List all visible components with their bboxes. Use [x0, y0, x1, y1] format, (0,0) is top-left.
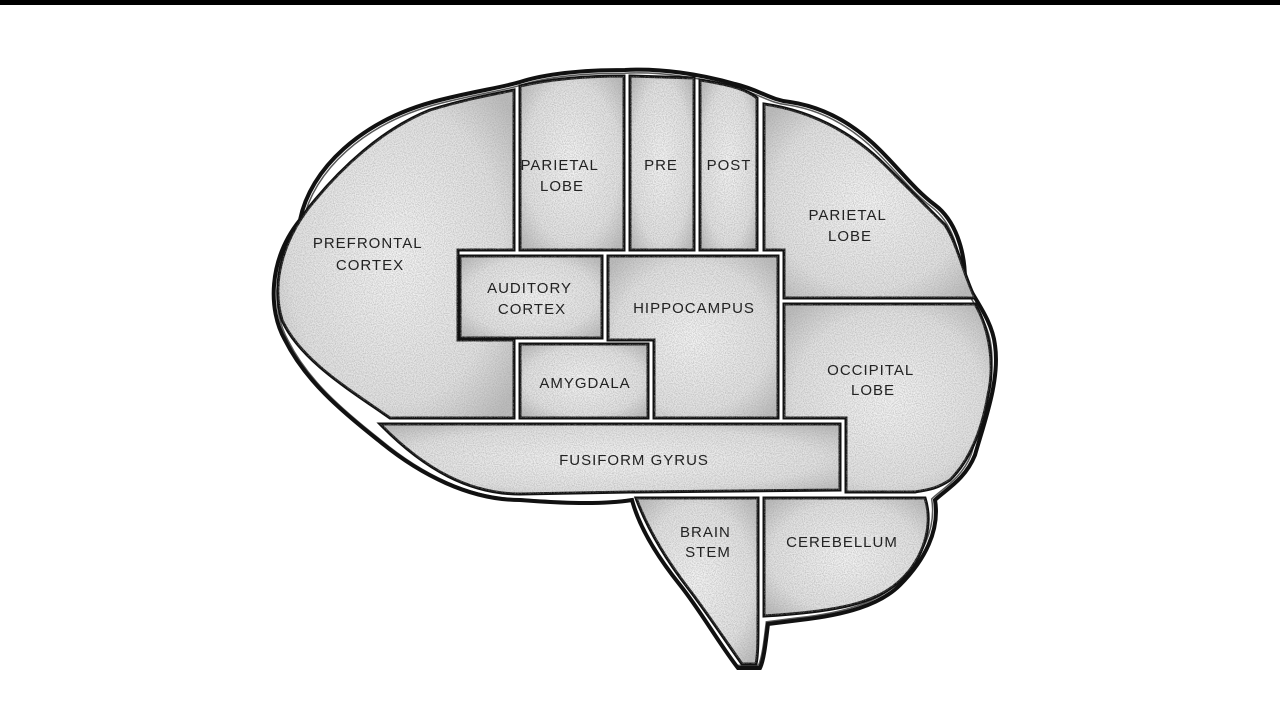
label-brain-stem: BRAIN STEM [680, 524, 736, 561]
label-line: LOBE [828, 228, 872, 245]
label-fusiform-gyrus: FUSIFORM GYRUS [559, 452, 709, 469]
label-line: HIPPOCAMPUS [633, 300, 755, 317]
label-line: PARIETAL [521, 157, 599, 174]
label-line: PRE [644, 157, 678, 174]
label-parietal-lobe-front: PARIETAL LOBE [521, 157, 604, 195]
label-line: CORTEX [336, 257, 404, 274]
label-line: AMYGDALA [539, 375, 630, 392]
label-line: CORTEX [498, 301, 566, 318]
label-auditory-cortex: AUDITORY CORTEX [487, 280, 577, 318]
region-prefrontal-cortex: PREFRONTAL CORTEX [276, 88, 516, 420]
top-border-bar [0, 0, 1280, 5]
region-cerebellum: CEREBELLUM [762, 496, 930, 618]
label-parietal-lobe-back: PARIETAL LOBE [809, 207, 892, 245]
brain-regions: PREFRONTAL CORTEX PARIETAL LOBE PRE [276, 74, 993, 666]
label-post: POST [707, 157, 752, 174]
label-line: POST [707, 157, 752, 174]
label-amygdala: AMYGDALA [539, 375, 630, 392]
label-cerebellum: CEREBELLUM [786, 534, 898, 551]
label-hippocampus: HIPPOCAMPUS [633, 300, 755, 317]
label-pre: PRE [644, 157, 678, 174]
region-pre: PRE [628, 74, 696, 252]
brain-outline [271, 67, 998, 670]
region-parietal-lobe-front: PARIETAL LOBE [518, 74, 626, 252]
label-line: OCCIPITAL [827, 362, 914, 379]
label-line: BRAIN [680, 524, 731, 541]
region-brain-stem: BRAIN STEM [633, 496, 760, 666]
label-line: PREFRONTAL [313, 235, 422, 252]
label-prefrontal-cortex: PREFRONTAL CORTEX [313, 235, 427, 274]
label-line: CEREBELLUM [786, 534, 898, 551]
region-fusiform-gyrus: FUSIFORM GYRUS [376, 422, 842, 496]
region-amygdala: AMYGDALA [518, 342, 650, 420]
label-line: STEM [685, 544, 731, 561]
label-line: PARIETAL [809, 207, 887, 224]
region-hippocampus: HIPPOCAMPUS [606, 254, 780, 420]
region-parietal-lobe-back: PARIETAL LOBE [762, 102, 978, 300]
region-post: POST [698, 78, 759, 252]
label-line: AUDITORY [487, 280, 572, 297]
label-line: FUSIFORM GYRUS [559, 452, 709, 469]
region-occipital-lobe: OCCIPITAL LOBE [782, 302, 993, 494]
label-line: LOBE [540, 178, 584, 195]
label-line: LOBE [851, 382, 895, 399]
region-auditory-cortex: AUDITORY CORTEX [458, 254, 604, 340]
label-occipital-lobe: OCCIPITAL LOBE [827, 362, 919, 399]
